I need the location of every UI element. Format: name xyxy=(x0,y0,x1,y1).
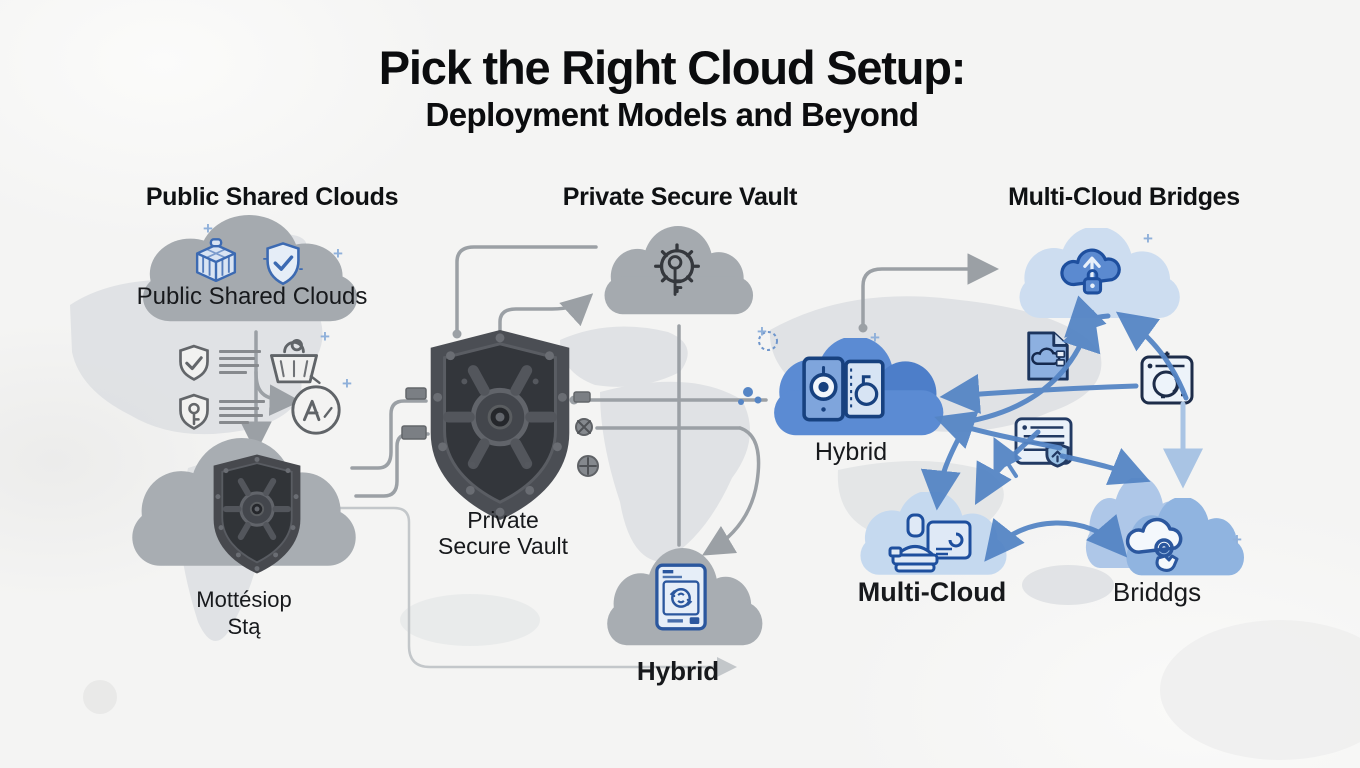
heading-multi-cloud-bridges: Multi-Cloud Bridges xyxy=(1008,183,1240,211)
vault-door-icon xyxy=(802,356,885,422)
multi-cloud-label: Multi-Cloud xyxy=(857,577,1007,607)
file-cloud-icon xyxy=(1027,331,1069,381)
page-title: Pick the Right Cloud Setup: xyxy=(378,41,967,94)
document-sync-icon xyxy=(655,563,707,631)
heading-private-secure-vault: Private Secure Vault xyxy=(562,183,798,211)
briddgs-label: Briddgs xyxy=(1112,577,1202,607)
package-icon xyxy=(195,238,237,283)
search-panel-icon xyxy=(1140,351,1194,405)
notes-shield-icon xyxy=(1014,417,1073,468)
sparkle-icon: + xyxy=(1143,229,1153,248)
lower-left-cloud-label-line2: Stą xyxy=(227,614,261,639)
sparkle-icon: + xyxy=(870,328,880,347)
vault-shield-small-icon xyxy=(213,454,301,574)
shield-check-icon xyxy=(263,242,303,286)
gear-key-icon xyxy=(654,243,700,296)
vault-shield-icon xyxy=(430,329,570,521)
public-cloud-label: Public Shared Clouds xyxy=(136,283,368,310)
compass-a-icon xyxy=(291,385,341,435)
page-subtitle: Deployment Models and Beyond xyxy=(425,96,920,133)
sparkle-icon: + xyxy=(1232,530,1242,549)
sparkle-icon: + xyxy=(320,327,330,346)
caption-lines-2 xyxy=(219,400,265,424)
person-card-icon xyxy=(888,513,972,573)
lower-left-cloud-label-line1: Mottésiop xyxy=(196,587,292,612)
cloud-upload-lock-icon xyxy=(1060,248,1121,295)
public-cloud-shape xyxy=(143,215,358,322)
private-vault-label-line2: Secure Vault xyxy=(438,533,568,559)
shield-check-badge-icon xyxy=(179,344,209,381)
sparkle-icon: + xyxy=(333,244,343,263)
sparkle-icon: + xyxy=(342,374,352,393)
heading-public-shared-clouds: Public Shared Clouds xyxy=(145,183,399,211)
cloud-click-icon xyxy=(1125,517,1183,572)
hybrid-vault-label: Hybrid xyxy=(814,438,888,466)
private-vault-label-line1: Private xyxy=(467,507,539,533)
private-cloud-shape xyxy=(604,226,754,315)
sparkle-icon: + xyxy=(203,219,213,238)
caption-lines-1 xyxy=(219,350,261,374)
shield-key-badge-icon xyxy=(179,393,209,430)
sparkle-icon: + xyxy=(757,322,767,341)
hybrid-bottom-label: Hybrid xyxy=(636,656,720,686)
basket-icon xyxy=(270,339,321,385)
